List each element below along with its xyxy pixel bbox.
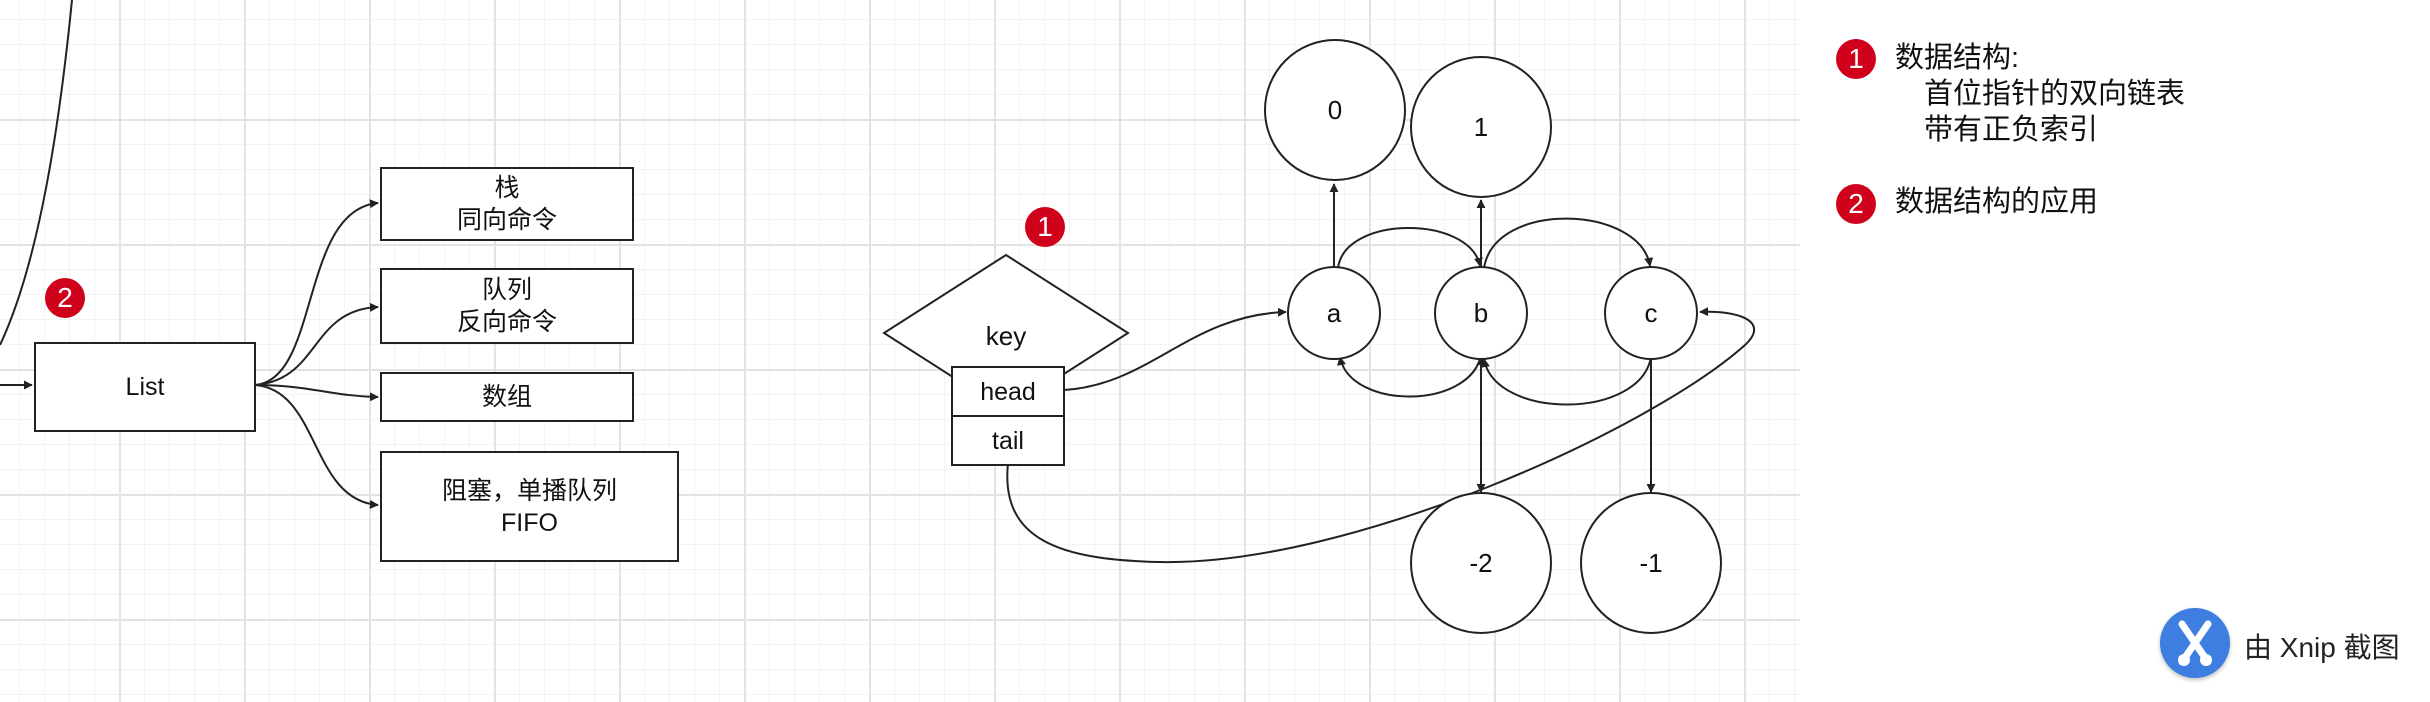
index-circle-1 [1410,56,1552,198]
edge-b-a [1337,354,1482,398]
branch-line1: 队列 [481,276,532,304]
watermark-text: 由 Xnip 截图 [2244,632,2400,663]
branch-line2: 反向命令 [456,308,557,336]
branch-box-blocking: 阻塞，单播队列 FIFO [380,451,679,562]
index-circle-0 [1264,39,1406,181]
edge-list-queue [254,302,379,386]
index-label-0: 0 [1327,94,1343,125]
branch-box-queue: 队列 反向命令 [380,268,634,344]
edge-list-array [254,384,379,402]
legend-line-2: 带有正负索引 [1924,114,2099,146]
edge-c-b [1481,356,1652,406]
list-box: List [34,342,256,432]
node-label-c: c [1644,297,1658,328]
node-circle-c [1604,266,1698,360]
edge-a-b [1337,227,1483,269]
head-label: head [980,377,1036,406]
legend-title-1: 数据结构: [1895,42,2020,74]
xnip-logo-icon [2160,608,2230,678]
index-circle-neg1 [1580,492,1722,634]
index-label-neg1: -1 [1639,547,1663,578]
edge-list-stack [254,199,379,386]
index-circle-neg2 [1410,492,1552,634]
branch-line1: 栈 [494,174,520,202]
list-label: List [125,373,165,401]
badge-1: 1 [1025,207,1065,247]
head-box: head [951,366,1065,417]
index-label-1: 1 [1473,111,1489,142]
branch-box-array: 数组 [380,372,634,422]
incoming-curve [0,0,73,346]
edge-b-c [1483,217,1654,269]
edge-head-a [1063,307,1287,391]
branch-line2: FIFO [501,508,558,537]
edge-list-blocking [254,384,379,509]
legend-line-1: 首位指针的双向链表 [1924,78,2186,110]
legend-title-2: 数据结构的应用 [1895,186,2099,218]
branch-box-stack: 栈 同向命令 [380,167,634,241]
branch-line2: 同向命令 [456,206,557,234]
tail-box: tail [951,415,1065,466]
branch-line1: 数组 [481,383,532,411]
legend-badge-2: 2 [1836,184,1876,224]
node-label-b: b [1473,297,1489,328]
node-circle-b [1434,266,1528,360]
badge-2: 2 [45,278,85,318]
key-label: key [985,320,1027,351]
branch-line1: 阻塞，单播队列 [441,476,617,505]
node-circle-a [1287,266,1381,360]
index-label-neg2: -2 [1469,547,1493,578]
edge-tail-c [1006,307,1756,564]
tail-label: tail [992,426,1024,455]
node-label-a: a [1326,297,1342,328]
legend-badge-1: 1 [1836,39,1876,79]
